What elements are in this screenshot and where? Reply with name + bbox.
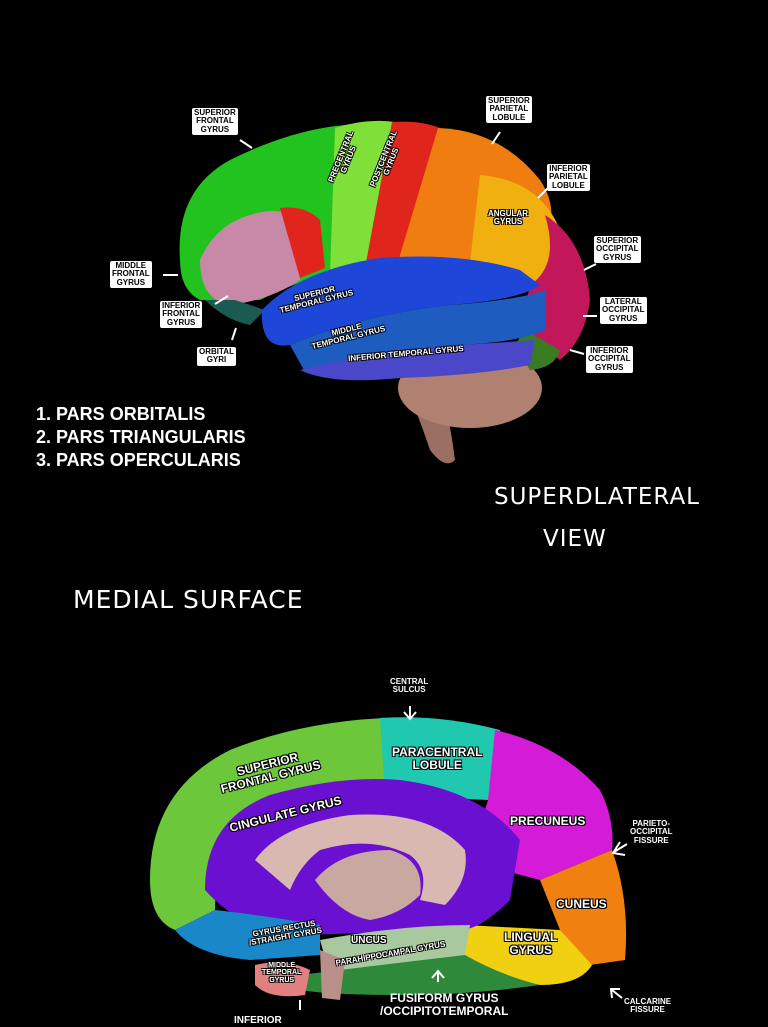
label-medial-middle-temporal-gyrus: MIDDLE TEMPORAL GYRUS [262,962,302,984]
medial-fusiform [300,955,540,995]
label-fusiform-gyrus: FUSIFORM GYRUS /OCCIPITOTEMPORAL [380,991,509,1018]
middle-temporal-gyrus [290,290,545,372]
label-cuneus: CUNEUS [556,897,607,911]
label-paracentral-lobule: PARACENTRAL LOBULE [392,745,483,772]
view-title-line2: VIEW [543,526,607,552]
pars-list-item: 3. PARS OPERCULARIS [36,450,241,470]
pars-list: 1. PARS ORBITALIS 2. PARS TRIANGULARIS 3… [36,403,246,472]
medial-gyrus-rectus [175,910,320,960]
label-inferior-occipital-gyrus: INFERIOR OCCIPITAL GYRUS [586,346,633,374]
label-inferior-frontal-gyrus: INFERIOR FRONTAL GYRUS [160,301,203,329]
label-uncus: UNCUS [351,935,387,946]
medial-brainstem [320,950,345,1000]
label-parieto-occipital-fissure: PARIETO- OCCIPITAL FISSURE [630,819,673,845]
label-central-sulcus: CENTRAL SULCUS [390,677,429,695]
pars-opercularis [280,207,325,278]
lateral-arrows [163,131,597,355]
medial-parahippocampal [320,925,470,975]
label-inferior-parietal-lobule: INFERIOR PARIETAL LOBULE [547,164,590,192]
precentral-gyrus [330,120,395,275]
label-orbital-gyri: ORBITAL GYRI [197,347,236,366]
label-superior-parietal-lobule: SUPERIOR PARIETAL LOBULE [486,96,532,124]
medial-thalamus [315,850,421,920]
pars-list-item: 2. PARS TRIANGULARIS [36,427,246,447]
postcentral-gyrus [365,121,440,268]
angular-gyrus [470,175,560,285]
view-title-line1: SUPERDLATERAL [494,484,700,510]
medial-corpus-callosum [255,814,466,905]
label-calcarine-fissure: CALCARINE FISSURE [624,997,672,1015]
label-inferior: INFERIOR [234,1015,282,1026]
medial-middle-temporal [255,962,310,997]
inferior-temporal-gyrus [300,340,535,381]
label-angular-gyrus: ANGULAR GYRUS [488,209,528,227]
medial-cuneus [540,850,627,965]
label-superior-occipital-gyrus: SUPERIOR OCCIPITAL GYRUS [594,236,641,264]
label-lingual-gyrus: LINGUAL GYRUS [504,930,558,957]
medial-arrows [299,706,628,1010]
superior-temporal-gyrus [261,256,540,346]
label-precuneus: PRECUNEUS [510,814,586,828]
label-lateral-occipital-gyrus: LATERAL OCCIPITAL GYRUS [600,297,647,325]
label-superior-frontal-gyrus: SUPERIOR FRONTAL GYRUS [192,108,238,136]
pars-list-item: 1. PARS ORBITALIS [36,404,206,424]
orbital-gyri [205,300,265,325]
label-middle-frontal-gyrus: MIDDLE FRONTAL GYRUS [110,261,152,289]
medial-paracentral [380,717,500,800]
medial-surface-title: MEDIAL SURFACE [73,585,304,614]
inferior-frontal-region [200,211,300,305]
